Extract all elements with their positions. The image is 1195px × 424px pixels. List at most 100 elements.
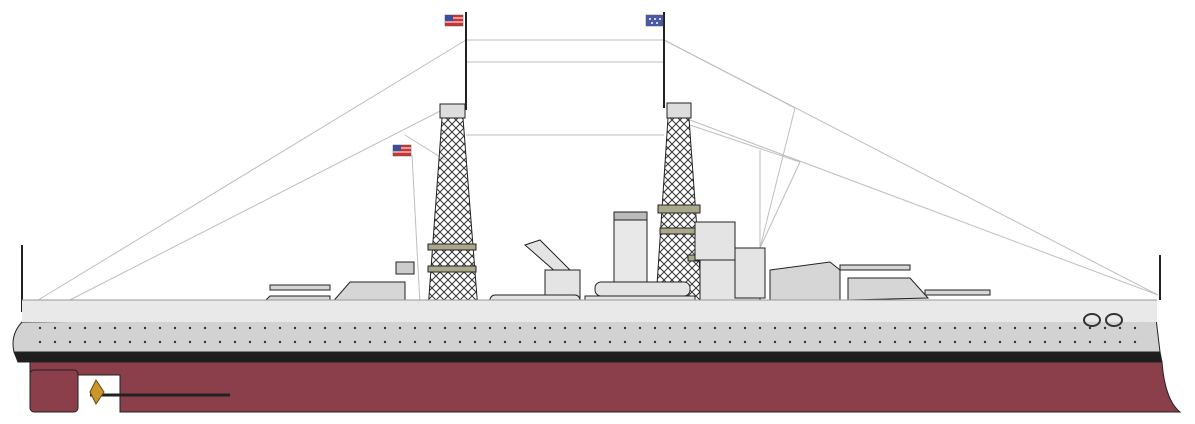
porthole bbox=[938, 340, 942, 344]
porthole bbox=[53, 326, 57, 330]
portholes bbox=[38, 326, 1137, 344]
porthole bbox=[1058, 326, 1062, 330]
porthole bbox=[938, 326, 942, 330]
porthole bbox=[158, 340, 162, 344]
porthole bbox=[353, 326, 357, 330]
porthole bbox=[548, 340, 552, 344]
porthole bbox=[788, 340, 792, 344]
porthole bbox=[473, 326, 477, 330]
porthole bbox=[803, 340, 807, 344]
porthole bbox=[518, 340, 522, 344]
porthole bbox=[1043, 326, 1047, 330]
porthole bbox=[728, 326, 732, 330]
porthole bbox=[683, 326, 687, 330]
porthole bbox=[1133, 326, 1137, 330]
porthole bbox=[683, 340, 687, 344]
porthole bbox=[413, 326, 417, 330]
porthole bbox=[1118, 340, 1122, 344]
porthole bbox=[68, 326, 72, 330]
porthole bbox=[1073, 326, 1077, 330]
porthole bbox=[68, 340, 72, 344]
rigging bbox=[29, 39, 1159, 306]
porthole bbox=[953, 340, 957, 344]
porthole bbox=[98, 326, 102, 330]
porthole bbox=[653, 340, 657, 344]
porthole bbox=[833, 326, 837, 330]
porthole bbox=[983, 340, 987, 344]
porthole bbox=[638, 326, 642, 330]
hull bbox=[12, 299, 1182, 413]
porthole bbox=[173, 326, 177, 330]
porthole bbox=[83, 326, 87, 330]
porthole bbox=[893, 340, 897, 344]
porthole bbox=[368, 326, 372, 330]
porthole bbox=[1013, 326, 1017, 330]
aft-superstructure bbox=[694, 221, 766, 301]
porthole bbox=[908, 326, 912, 330]
porthole bbox=[713, 340, 717, 344]
us-flag-icon bbox=[392, 144, 412, 157]
porthole bbox=[248, 326, 252, 330]
porthole bbox=[428, 340, 432, 344]
porthole bbox=[1028, 326, 1032, 330]
porthole bbox=[773, 326, 777, 330]
porthole bbox=[578, 326, 582, 330]
porthole bbox=[968, 340, 972, 344]
porthole bbox=[698, 326, 702, 330]
porthole bbox=[458, 340, 462, 344]
porthole bbox=[38, 326, 42, 330]
porthole bbox=[143, 326, 147, 330]
porthole bbox=[368, 340, 372, 344]
porthole bbox=[758, 340, 762, 344]
us-flag-icon bbox=[444, 14, 464, 27]
porthole bbox=[173, 340, 177, 344]
porthole bbox=[623, 340, 627, 344]
porthole bbox=[593, 340, 597, 344]
porthole bbox=[233, 326, 237, 330]
porthole bbox=[428, 326, 432, 330]
porthole bbox=[218, 340, 222, 344]
porthole bbox=[278, 326, 282, 330]
porthole bbox=[293, 340, 297, 344]
porthole bbox=[548, 326, 552, 330]
porthole bbox=[443, 340, 447, 344]
porthole bbox=[803, 326, 807, 330]
porthole bbox=[608, 326, 612, 330]
porthole bbox=[1133, 340, 1137, 344]
porthole bbox=[278, 340, 282, 344]
porthole bbox=[398, 340, 402, 344]
porthole bbox=[98, 340, 102, 344]
porthole bbox=[1103, 326, 1107, 330]
porthole bbox=[818, 340, 822, 344]
porthole bbox=[908, 340, 912, 344]
porthole bbox=[1058, 340, 1062, 344]
porthole bbox=[563, 340, 567, 344]
porthole bbox=[308, 326, 312, 330]
porthole bbox=[863, 340, 867, 344]
porthole bbox=[503, 340, 507, 344]
porthole bbox=[488, 340, 492, 344]
anchors bbox=[1083, 313, 1123, 327]
porthole bbox=[668, 340, 672, 344]
porthole bbox=[668, 326, 672, 330]
porthole bbox=[293, 326, 297, 330]
porthole bbox=[143, 340, 147, 344]
porthole bbox=[83, 340, 87, 344]
porthole bbox=[983, 326, 987, 330]
porthole bbox=[1118, 326, 1122, 330]
porthole bbox=[533, 340, 537, 344]
porthole bbox=[968, 326, 972, 330]
porthole bbox=[323, 340, 327, 344]
porthole bbox=[128, 340, 132, 344]
porthole bbox=[923, 326, 927, 330]
porthole bbox=[323, 326, 327, 330]
porthole bbox=[1103, 340, 1107, 344]
porthole bbox=[383, 326, 387, 330]
porthole bbox=[128, 326, 132, 330]
porthole bbox=[563, 326, 567, 330]
porthole bbox=[248, 340, 252, 344]
porthole bbox=[863, 326, 867, 330]
porthole bbox=[383, 340, 387, 344]
porthole bbox=[38, 340, 42, 344]
